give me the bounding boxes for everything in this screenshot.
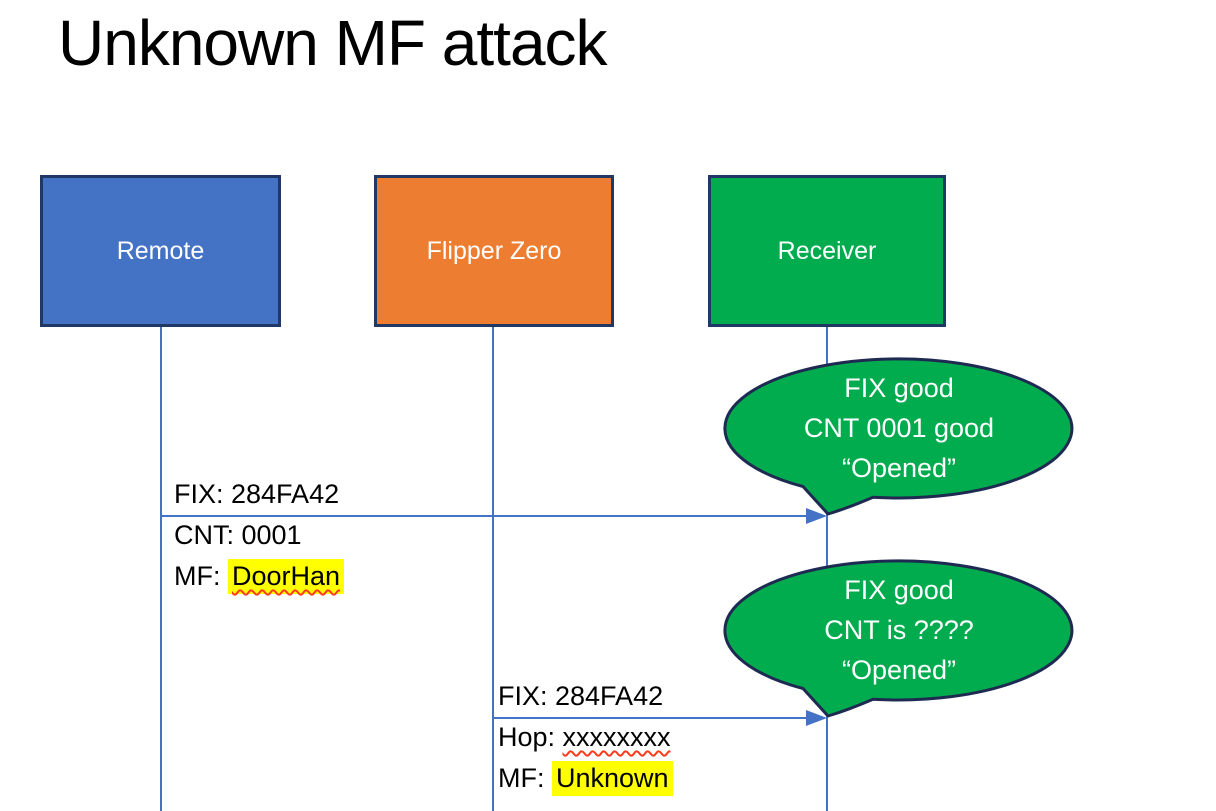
- arrowhead-right-icon: [806, 710, 827, 726]
- mf-prefix: MF:: [498, 763, 552, 793]
- message-2-line-hop: Hop: xxxxxxxx: [498, 717, 673, 758]
- callout-1-line-3: “Opened”: [841, 453, 957, 483]
- message-1-line-mf: MF: DoorHan: [174, 556, 345, 597]
- callout-2-line-3: “Opened”: [841, 655, 957, 685]
- message-2-label: FIX: 284FA42 Hop: xxxxxxxx MF: Unknown: [498, 676, 673, 799]
- mf-prefix: MF:: [174, 561, 228, 591]
- actor-label-receiver: Receiver: [777, 236, 877, 265]
- slide-title: Unknown MF attack: [58, 7, 608, 79]
- speech-bubble-1-icon: [723, 357, 1074, 516]
- arrowhead-right-icon: [806, 508, 827, 524]
- callout-2-line-1: FIX good: [844, 575, 954, 605]
- actor-box-remote: Remote: [40, 175, 281, 327]
- message-arrow-1-line: [161, 515, 807, 517]
- message-2-line-fix: FIX: 284FA42: [498, 681, 664, 711]
- message-1-label: FIX: 284FA42 CNT: 0001 MF: DoorHan: [174, 474, 345, 597]
- message-1-line-fix: FIX: 284FA42: [174, 479, 340, 509]
- lifeline-flipper: [492, 327, 494, 811]
- callout-1-text: FIX good CNT 0001 good “Opened”: [725, 368, 1073, 488]
- callout-1-line-2: CNT 0001 good: [803, 413, 995, 443]
- actor-label-remote: Remote: [116, 236, 205, 265]
- mf-value-highlighted: DoorHan: [228, 559, 345, 594]
- speech-bubble-1-shape: [723, 357, 1074, 516]
- speech-bubble-2-shape: [723, 559, 1074, 718]
- hop-value-squiggled: xxxxxxxx: [562, 722, 671, 752]
- message-arrow-2-line: [493, 717, 807, 719]
- actor-box-receiver: Receiver: [708, 175, 946, 327]
- message-1-line-cnt: CNT: 0001: [174, 520, 302, 550]
- message-2-line-mf: MF: Unknown: [498, 758, 673, 799]
- lifeline-remote: [160, 327, 162, 811]
- actor-label-flipper-zero: Flipper Zero: [426, 236, 562, 265]
- callout-1-line-1: FIX good: [844, 373, 954, 403]
- hop-prefix: Hop:: [498, 722, 563, 752]
- callout-2-text: FIX good CNT is ???? “Opened”: [725, 570, 1073, 690]
- mf-value-highlighted: Unknown: [552, 761, 673, 796]
- speech-bubble-2-icon: [723, 559, 1074, 718]
- callout-2-line-2: CNT is ????: [824, 615, 974, 645]
- actor-box-flipper-zero: Flipper Zero: [374, 175, 614, 327]
